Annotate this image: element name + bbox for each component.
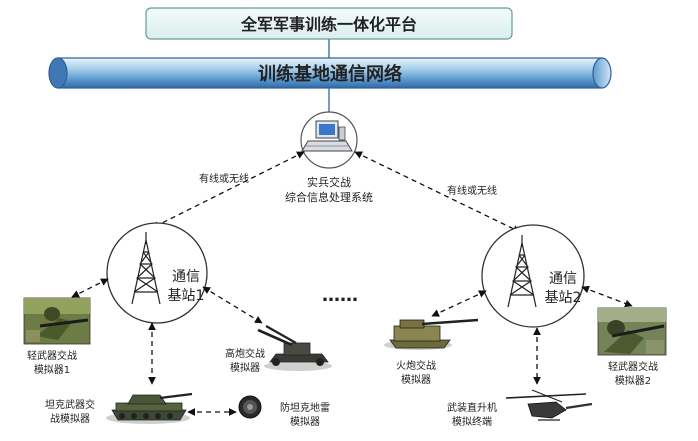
small-arms-2-line2: 模拟器2 <box>615 374 651 387</box>
link-station1-aa-gun <box>202 286 263 324</box>
link-station2-small-arms <box>581 285 633 308</box>
station-2-line2: 基站2 <box>545 289 582 306</box>
anti-aircraft-gun-icon <box>257 325 332 371</box>
station-1-line1: 通信 <box>172 269 200 285</box>
station-1-line2: 基站1 <box>168 287 205 304</box>
platform-title: 全军军事训练一体化平台 <box>240 15 417 34</box>
link-right-label: 有线或无线 <box>447 184 497 197</box>
small-arms-2-photo <box>597 307 667 356</box>
tank-icon <box>106 392 193 424</box>
more-stations-ellipsis: …… <box>322 285 358 306</box>
tank-line2: 战模拟器 <box>50 412 90 425</box>
center-label-line2: 综合信息处理系统 <box>285 190 373 204</box>
link-station1-small-arms <box>71 278 109 298</box>
link-left-label: 有线或无线 <box>199 172 249 185</box>
artillery-line2: 模拟器 <box>401 373 431 386</box>
base-station-2: 通信 基站2 <box>481 224 585 328</box>
tank-line1: 坦克武器交 <box>45 398 95 411</box>
computer-terminal-icon <box>301 120 353 152</box>
small-arms-1-line1: 轻武器交战 <box>27 349 77 362</box>
link-station2-artillery <box>431 290 487 317</box>
land-mine-icon <box>238 395 262 419</box>
station-2-line1: 通信 <box>549 271 577 287</box>
aa-gun-line1: 高炮交战 <box>225 347 265 360</box>
network-title: 训练基地通信网络 <box>258 63 402 85</box>
processing-center <box>300 111 358 169</box>
helicopter-line2: 模拟终端 <box>452 415 492 428</box>
platform-box: 全军军事训练一体化平台 <box>145 7 513 40</box>
helicopter-line1: 武装直升机 <box>447 401 497 414</box>
artillery-line1: 火炮交战 <box>396 359 436 372</box>
link-left <box>151 151 305 229</box>
small-arms-2-line1: 轻武器交战 <box>608 360 658 373</box>
link-right <box>354 151 521 233</box>
aa-gun-line2: 模拟器 <box>230 361 260 374</box>
center-label-line1: 实兵交战 <box>307 175 351 189</box>
radio-tower-icon <box>507 235 537 308</box>
base-station-1: 通信 基站1 <box>106 222 208 324</box>
network-bus: 训练基地通信网络 <box>48 57 612 89</box>
small-arms-1-photo <box>23 297 91 345</box>
radio-tower-icon <box>131 232 161 305</box>
small-arms-1-line2: 模拟器1 <box>34 363 70 376</box>
howitzer-icon <box>384 318 479 350</box>
mine-line2: 模拟器 <box>290 415 320 428</box>
mine-line1: 防坦克地雷 <box>280 401 330 414</box>
helicopter-icon <box>505 389 593 421</box>
